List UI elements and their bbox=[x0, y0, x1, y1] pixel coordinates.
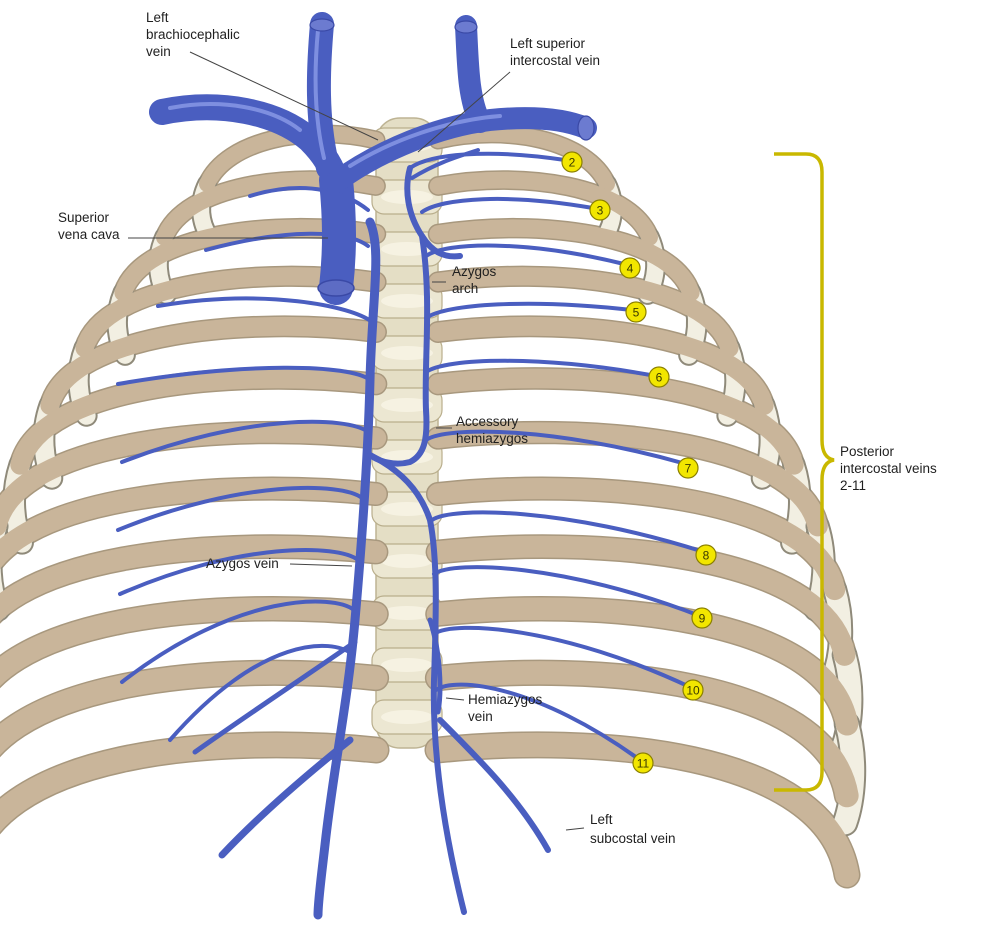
vertebra-highlight bbox=[381, 554, 433, 568]
rib-number-badge: 4 bbox=[619, 257, 641, 279]
rib-number-badge: 10 bbox=[682, 679, 704, 701]
label-left-brachiocephalic-vein: Left brachiocephalic vein bbox=[146, 10, 244, 59]
posterior-intercostal-bracket bbox=[774, 152, 835, 792]
intercostal-vein-right bbox=[430, 510, 706, 554]
badge-circle bbox=[619, 257, 641, 279]
label-posterior-intercostal-veins: Posterior intercostal veins 2-11 bbox=[840, 444, 941, 493]
badge-circle bbox=[695, 544, 717, 566]
intercostal-vein-left bbox=[120, 599, 356, 684]
badge-number: 7 bbox=[685, 462, 692, 476]
vertebra-highlight bbox=[381, 710, 433, 724]
vertebra-highlight bbox=[381, 242, 433, 256]
ribs bbox=[0, 125, 859, 887]
badge-number: 3 bbox=[597, 204, 604, 218]
intercostal-vein-left bbox=[120, 419, 370, 464]
rib-left bbox=[0, 597, 388, 687]
rib-number-badge: 7 bbox=[677, 457, 699, 479]
rib-right bbox=[428, 267, 739, 358]
badge-circle bbox=[561, 151, 583, 173]
rib-number-badge: 2 bbox=[561, 151, 583, 173]
badge-number: 5 bbox=[633, 306, 640, 320]
intercostal-vein-left bbox=[156, 296, 374, 324]
intercostal-vein-left bbox=[118, 548, 360, 596]
vertebra-highlight bbox=[381, 294, 433, 308]
intercostal-vein-right bbox=[420, 196, 595, 214]
leader-lines bbox=[128, 51, 585, 831]
rib-number-badge: 3 bbox=[589, 199, 611, 221]
intercostal-vein-left bbox=[116, 485, 364, 532]
rib-number-badge: 8 bbox=[695, 544, 717, 566]
badge-number: 2 bbox=[569, 156, 576, 170]
rib-right bbox=[427, 478, 846, 601]
label-superior-vena-cava: Superior vena cava bbox=[58, 210, 120, 242]
intercostal-vein-right bbox=[432, 625, 694, 690]
badge-number: 11 bbox=[637, 757, 650, 771]
badge-circle bbox=[677, 457, 699, 479]
label-left-superior-intercostal-vein: Left superior intercostal vein bbox=[510, 36, 600, 68]
rib-right bbox=[429, 171, 658, 246]
badge-number: 6 bbox=[656, 371, 663, 385]
badge-circle bbox=[589, 199, 611, 221]
rib-left bbox=[0, 422, 387, 536]
rib-right bbox=[428, 316, 774, 415]
vertebra-highlight bbox=[381, 346, 433, 360]
rib-number-badge: 6 bbox=[648, 366, 670, 388]
hemiazygos-vein bbox=[367, 452, 551, 915]
label-azygos-vein: Azygos vein bbox=[206, 556, 279, 571]
rib-left bbox=[0, 732, 388, 833]
rib-number-badges: 2 3 4 5 6 7 8 9 10 11 bbox=[561, 151, 717, 774]
intercostal-vein-right bbox=[424, 429, 688, 466]
rib-right bbox=[426, 732, 859, 887]
azygos-vein bbox=[192, 217, 381, 920]
rib-number-badge: 11 bbox=[632, 752, 654, 774]
badge-number: 10 bbox=[686, 684, 700, 698]
intercostal-vein-left bbox=[116, 365, 372, 386]
label-azygos-arch: Azygos arch bbox=[452, 264, 500, 296]
label-accessory-hemiazygos: Accessory hemiazygos bbox=[456, 414, 528, 446]
rib-left bbox=[199, 125, 384, 192]
intercostal-vein-right bbox=[424, 358, 658, 378]
vertebra-highlight bbox=[381, 658, 433, 672]
intercostal-vein-right bbox=[424, 301, 634, 320]
left-superior-intercostal-vein bbox=[404, 148, 480, 260]
rib-left bbox=[10, 368, 386, 475]
badge-circle bbox=[648, 366, 670, 388]
intercostal-vein-right bbox=[432, 565, 702, 618]
intercostal-vein-left bbox=[204, 231, 370, 252]
badge-circle bbox=[691, 607, 713, 629]
rib-number-badge: 9 bbox=[691, 607, 713, 629]
intercostal-vein-right bbox=[434, 682, 642, 762]
badge-number: 8 bbox=[703, 549, 710, 563]
label-left-subcostal-vein: Left subcostal vein bbox=[590, 812, 676, 846]
vertebra-highlight bbox=[381, 398, 433, 412]
rib-number-badge: 5 bbox=[625, 301, 647, 323]
rib-left bbox=[0, 535, 387, 622]
badge-circle bbox=[625, 301, 647, 323]
badge-circle bbox=[632, 752, 654, 774]
vertebra-highlight bbox=[381, 502, 433, 516]
badge-number: 9 bbox=[699, 612, 706, 626]
accessory-hemiazygos-vein bbox=[367, 233, 431, 467]
badge-number: 4 bbox=[627, 262, 634, 276]
badge-circle bbox=[682, 679, 704, 701]
rib-right bbox=[429, 219, 700, 302]
brachiocephalic-veins bbox=[149, 12, 597, 195]
rib-left bbox=[40, 316, 386, 415]
rib-right bbox=[428, 368, 804, 475]
rib-right bbox=[427, 535, 856, 666]
label-hemiazygos-vein: Hemiazygos vein bbox=[468, 692, 546, 724]
vertebra-highlight bbox=[381, 606, 433, 620]
